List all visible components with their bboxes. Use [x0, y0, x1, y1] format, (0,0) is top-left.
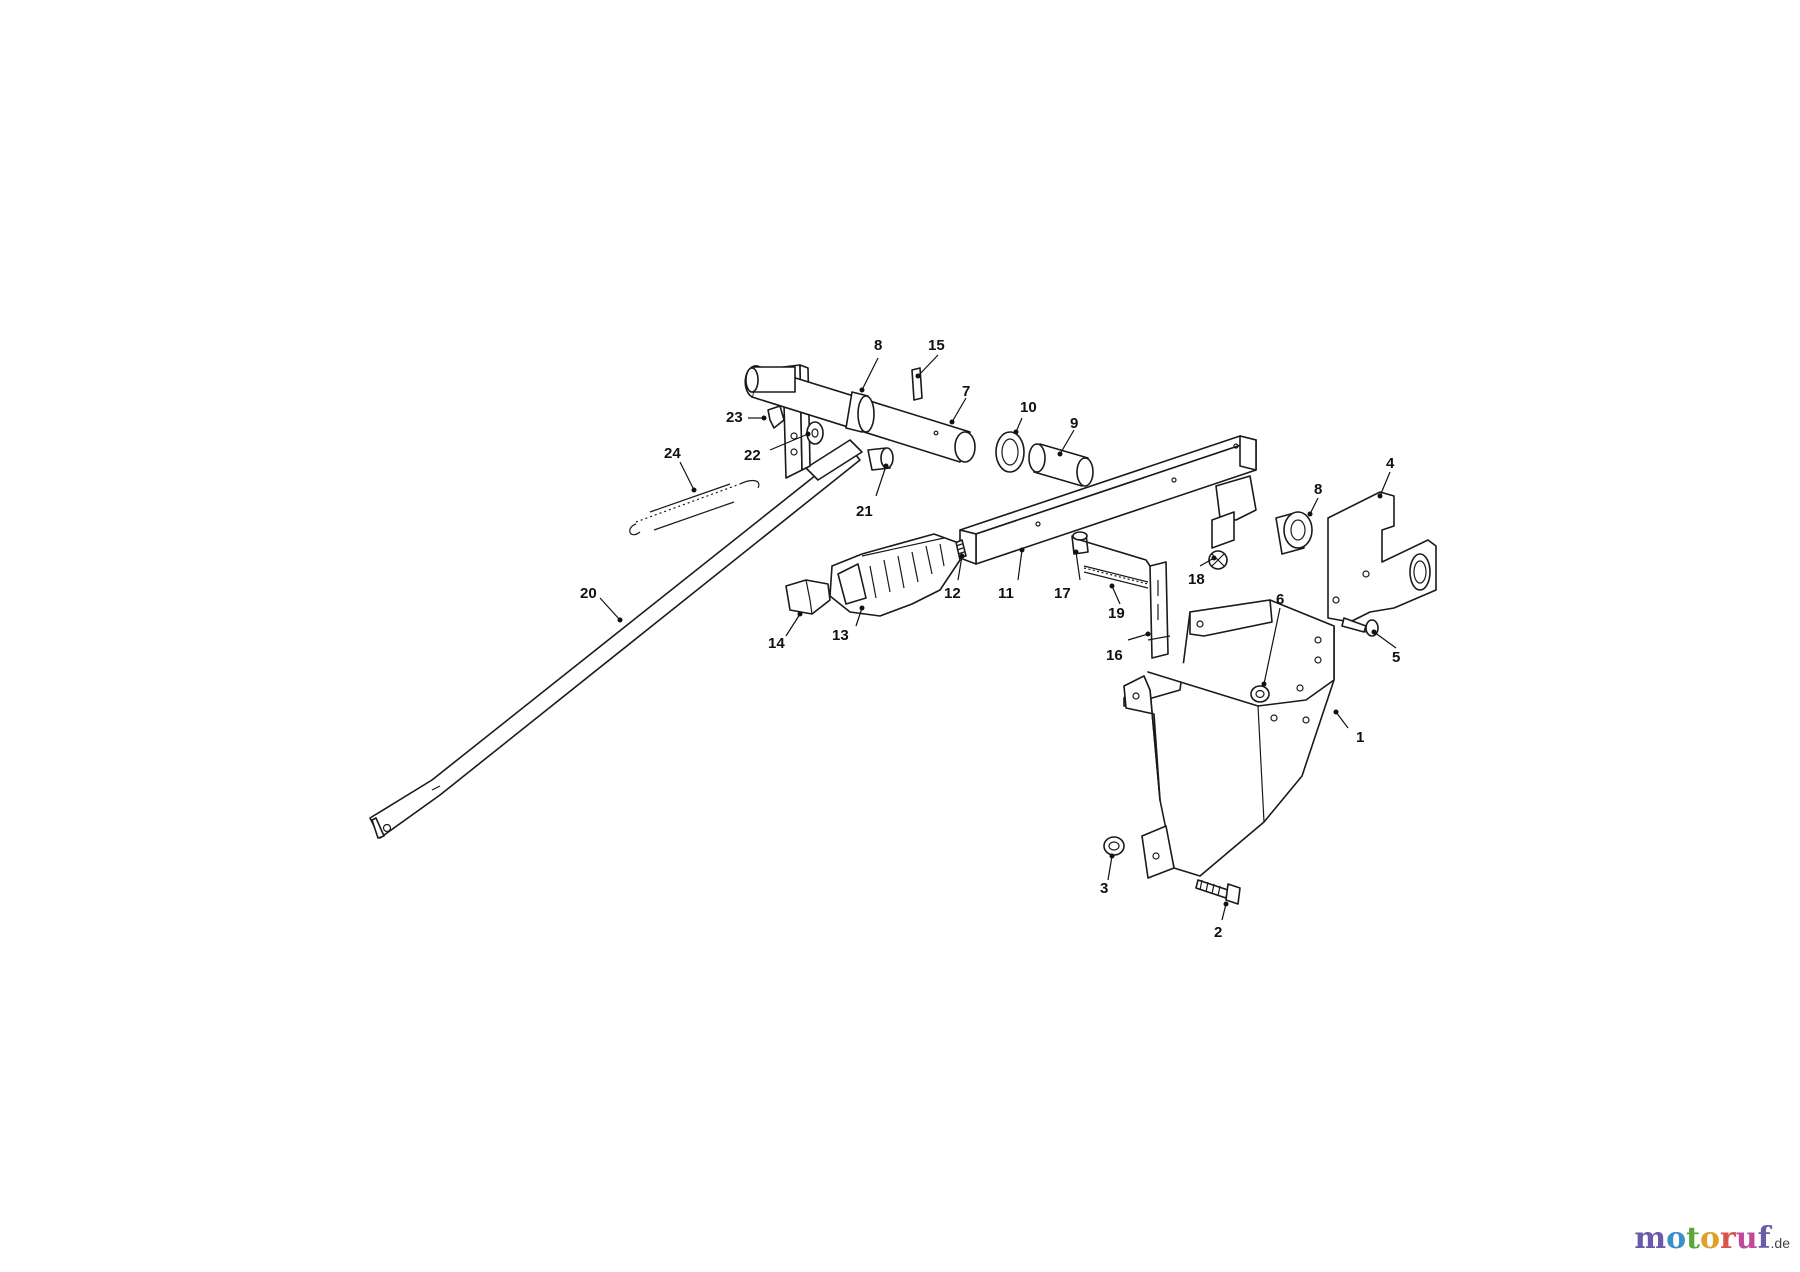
callout-13: 13 [832, 627, 849, 644]
part-16-switch-bracket [1079, 539, 1171, 659]
callout-2: 2 [1214, 924, 1222, 941]
callout-7: 7 [962, 383, 970, 400]
part-2-bolt [1195, 879, 1241, 905]
part-8-bush-left [845, 391, 875, 433]
part-6-nut [1250, 685, 1270, 703]
callout-16: 16 [1106, 647, 1123, 664]
callout-8-left: 8 [874, 337, 882, 354]
part-23-clip [767, 405, 785, 429]
watermark-letter: f [1757, 1221, 1771, 1256]
watermark-logo: motoruf.de [1634, 1221, 1790, 1256]
part-8-bush-right [1275, 511, 1313, 555]
callout-11: 11 [998, 585, 1014, 602]
part-19-spring [1083, 565, 1149, 589]
part-21-bolt [867, 447, 894, 471]
callout-4: 4 [1386, 455, 1395, 472]
callout-17: 17 [1054, 585, 1071, 602]
callout-18: 18 [1188, 571, 1205, 588]
watermark-letter: u [1735, 1221, 1758, 1256]
callout-12: 12 [944, 585, 961, 602]
callout-15: 15 [928, 337, 945, 354]
part-5-bolt [1341, 617, 1379, 637]
callouts: 1 2 3 4 5 6 7 8 8 9 10 11 12 13 14 15 16… [580, 337, 1400, 941]
callout-1: 1 [1356, 729, 1364, 746]
watermark-letter: r [1720, 1221, 1736, 1256]
callout-24: 24 [664, 445, 681, 462]
watermark-letter: t [1686, 1221, 1700, 1256]
part-24-spring [629, 479, 760, 536]
callout-9: 9 [1070, 415, 1078, 432]
watermark-letter: o [1699, 1221, 1720, 1256]
part-18-washer [1208, 550, 1228, 570]
part-3-nut [1103, 836, 1125, 856]
part-4-bracket [1327, 491, 1437, 623]
callout-5: 5 [1392, 649, 1400, 666]
callout-3: 3 [1100, 880, 1108, 897]
part-1-bracket-housing [1123, 599, 1335, 879]
watermark-text: motoruf [1634, 1221, 1770, 1256]
part-13-pedal-rubber [829, 533, 961, 617]
callout-6: 6 [1276, 591, 1284, 608]
part-14-cap [785, 579, 831, 615]
callout-23: 23 [726, 409, 743, 426]
part-11-cross-bar [959, 435, 1257, 565]
callout-10: 10 [1020, 399, 1037, 416]
watermark-letter: o [1666, 1221, 1687, 1256]
callout-8-right: 8 [1314, 481, 1322, 498]
shaft-stub [745, 366, 796, 393]
callout-19: 19 [1108, 605, 1125, 622]
part-20-pedal-rod [369, 439, 863, 839]
callout-22: 22 [744, 447, 761, 464]
part-10-ring [995, 431, 1025, 473]
watermark-tld: .de [1770, 1235, 1790, 1251]
callout-14: 14 [768, 635, 785, 652]
part-9-bush [1028, 443, 1094, 487]
leader-lines [599, 354, 1397, 921]
callout-20: 20 [580, 585, 597, 602]
watermark-letter: m [1634, 1221, 1667, 1256]
callout-21: 21 [856, 503, 873, 520]
